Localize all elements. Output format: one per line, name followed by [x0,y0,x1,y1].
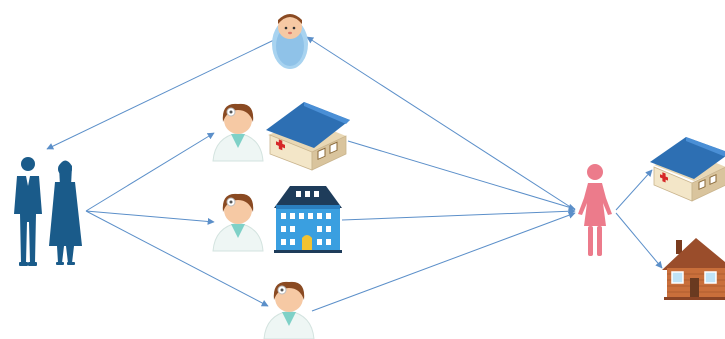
edges-group [46,36,663,312]
baby-icon [272,14,308,69]
edge-hospital-1-to-woman [347,140,576,211]
edge-apartment-to-woman [341,207,576,221]
edge-woman-to-hospital-2 [615,169,653,211]
hospital-icon-1 [266,102,350,171]
house-icon [662,238,725,300]
doctor-icon-3 [263,281,315,339]
edge-woman-to-house [615,212,663,269]
apartment-building-icon [274,186,342,253]
edge-doctor-3-to-woman [311,211,576,312]
edge-woman-to-baby [306,36,576,211]
edge-couple-to-doctor-1 [85,132,215,212]
edge-baby-to-couple [46,39,275,150]
woman-icon [578,164,612,256]
doctor-icon-2 [212,193,264,252]
business-couple-icon [14,157,82,266]
edge-couple-to-doctor-3 [85,210,269,307]
hospital-icon-2 [650,137,725,202]
doctor-icon-1 [212,103,264,162]
edge-couple-to-doctor-2 [85,210,215,225]
